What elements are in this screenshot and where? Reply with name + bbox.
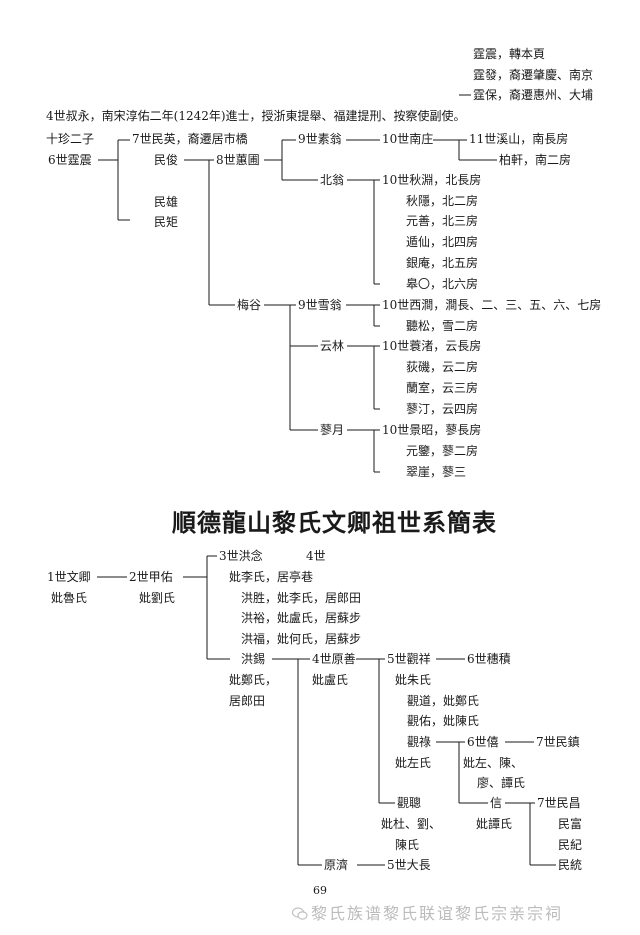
node-2nd-jiayou: 2世甲佑 (129, 570, 173, 584)
node-9th-liaoyue: 蓼月 (320, 423, 345, 437)
node-4th-yuanshan: 4世原善 (312, 652, 356, 666)
node-7th-mintong: 民統 (558, 858, 583, 872)
node-9th-yunlin: 云林 (320, 339, 345, 353)
note-tingzhen: 霆震，轉本頁 (473, 47, 546, 61)
node-6th-xi-wife: 妣左、陳、 (463, 756, 524, 770)
node-7th-minji: 民紀 (558, 838, 583, 852)
node-6th-suiji: 6世穗積 (467, 652, 511, 666)
node-10th-nanzhuang: 10世南庄 (382, 132, 434, 146)
node-4th-sons: 十珍二子 (46, 132, 95, 146)
node-10th-diji: 荻磯，云二房 (406, 360, 479, 374)
node-7th-minying: 7世民英，裔遷居市橋 (132, 132, 248, 146)
node-6th-xi: 6世僖 (467, 735, 499, 749)
node-11th-xishan: 11世溪山，南長房 (469, 132, 569, 146)
node-7th-minxiong: 民雄 (154, 195, 179, 209)
node-10th-lanshi: 蘭室，云三房 (406, 381, 479, 395)
node-10th-qiuyin: 秋隱，北二房 (406, 194, 479, 208)
node-1st-wife: 妣魯氏 (51, 591, 88, 605)
page-number: 69 (313, 884, 327, 897)
node-3rd-hongfu: 洪福，妣何氏，居蘇步 (241, 632, 362, 646)
node-10th-jingzhao: 10世景昭，蓼長房 (382, 423, 482, 437)
node-6th-xi-wife-2: 廖、譚氏 (477, 776, 526, 790)
node-7th-minju: 民矩 (154, 215, 179, 229)
node-10th-qiuyuan: 10世秋淵，北長房 (382, 173, 482, 187)
node-11th-boxuan: 柏軒，南二房 (499, 153, 572, 167)
node-10th-yinan: 銀庵，北五房 (406, 256, 479, 270)
node-5th-dachang: 5世大長 (387, 858, 431, 872)
watermark-text: 黎氏族谱黎氏联谊黎氏宗亲宗祠 (311, 904, 564, 923)
node-10th-yuanjian: 元鑒，蓼二房 (406, 444, 479, 458)
node-5th-guancong-wife: 妣杜、劉、 (381, 817, 442, 831)
node-7th-minzhen: 7世民鎮 (536, 735, 580, 749)
node-5th-guanxiang-wife: 妣朱氏 (395, 673, 432, 687)
node-7th-minfu: 民富 (558, 817, 583, 831)
note-tingbao: 霆保，裔遷惠州、大埔 (473, 88, 594, 102)
node-5th-guancong: 觀聰 (397, 796, 422, 810)
node-3rd-hongyu: 洪裕，妣盧氏，居蘇步 (241, 611, 362, 625)
node-5th-guandao: 觀道，妣鄭氏 (407, 694, 480, 708)
node-10th-xijian: 10世西澗，澗長、二、三、五、六、七房 (382, 298, 602, 312)
node-10th-gao: 皋〇，北六房 (406, 277, 479, 291)
node-10th-suozhu: 10世蓑渚，云長房 (382, 339, 482, 353)
node-1st-wenqing: 1世文卿 (47, 570, 91, 584)
node-3rd-hongxi: 洪錫 (241, 652, 266, 666)
node-6th-xin: 信 (490, 796, 503, 810)
node-4th-yuanshan-wife: 妣盧氏 (312, 673, 349, 687)
header-note: 4世叔永，南宋淳佑二年(1242年)進士，授浙東提舉、福建提刑、按察使副使。 (46, 109, 466, 123)
node-3rd-hongxi-residence: 居郎田 (229, 694, 266, 708)
node-7th-minchang: 7世民昌 (537, 796, 581, 810)
label-4th-gen: 4世 (306, 549, 326, 563)
node-10th-tingsong: 聽松，雪二房 (406, 319, 479, 333)
node-3rd-hongxi-wife: 妣鄭氏， (229, 673, 278, 687)
node-2nd-wife: 妣劉氏 (139, 591, 176, 605)
node-5th-guanlu: 觀祿 (407, 735, 432, 749)
node-4th-yuanji: 原濟 (324, 858, 349, 872)
node-6th-tingzhen: 6世霆震 (48, 153, 92, 167)
node-3rd-hongnian: 3世洪念 (219, 549, 263, 563)
node-6th-xin-wife: 妣譚氏 (476, 817, 513, 831)
node-8th-huipu: 8世蕙圃 (216, 153, 260, 167)
node-5th-guanyou: 觀佑，妣陳氏 (407, 714, 480, 728)
node-10th-liaoting: 蓼汀，云四房 (406, 402, 479, 416)
chart-title: 順德龍山黎氏文卿祖世系簡表 (172, 508, 497, 537)
node-5th-guancong-wife-2: 陳氏 (395, 838, 420, 852)
node-10th-cuiya: 翠崖，蓼三 (406, 465, 467, 479)
node-9th-beiweng: 北翁 (320, 173, 345, 187)
node-10th-dunxian: 遁仙，北四房 (406, 235, 479, 249)
node-9th-suweng: 9世素翁 (298, 132, 342, 146)
node-10th-yuanshan: 元善，北三房 (406, 214, 479, 228)
note-tingfa: 霆發，裔遷肇慶、南京 (473, 68, 594, 82)
node-5th-guanlu-wife: 妣左氏 (395, 756, 432, 770)
node-5th-guanxiang: 5世觀祥 (387, 652, 431, 666)
node-7th-minjun: 民俊 (154, 153, 179, 167)
node-3rd-hongnian-wife: 妣李氏，居亭巷 (229, 570, 314, 584)
node-9th-xueweng: 9世雪翁 (298, 298, 342, 312)
node-3rd-hongsheng: 洪胜，妣李氏，居郎田 (241, 591, 362, 605)
wechat-icon (292, 907, 308, 920)
node-8th-meigu: 梅谷 (237, 298, 262, 312)
